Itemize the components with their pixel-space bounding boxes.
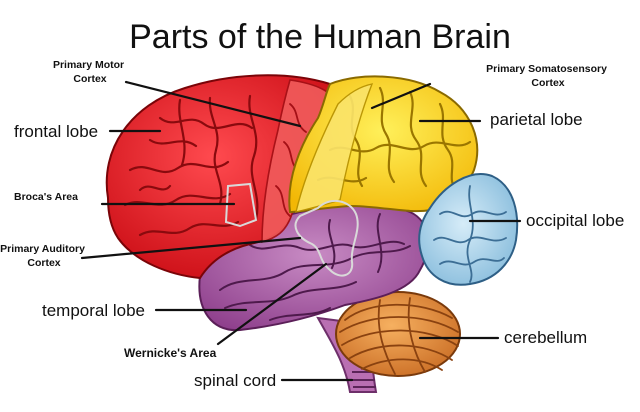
somatosensory-leader — [370, 82, 432, 110]
page-title: Parts of the Human Brain — [129, 18, 511, 56]
brocas-area-outline — [224, 182, 258, 228]
label-parietal-lobe: parietal lobe — [490, 110, 583, 129]
occipital-lobe — [418, 173, 519, 286]
label-brocas-area: Broca's Area — [14, 191, 78, 203]
label-cerebellum: cerebellum — [504, 328, 587, 347]
label-spinal-cord: spinal cord — [194, 371, 276, 390]
label-frontal-lobe: frontal lobe — [14, 122, 98, 141]
motor-cortex-leader — [124, 80, 302, 128]
parietal-lobe — [288, 75, 479, 214]
cerebellum — [335, 291, 461, 377]
label-occipital-lobe: occipital lobe — [526, 211, 624, 230]
primary-somatosensory-cortex — [295, 83, 374, 213]
label-primary-auditory-cortex: Primary Auditory Cortex — [0, 243, 88, 269]
auditory-cortex-leader — [80, 236, 302, 260]
label-temporal-lobe: temporal lobe — [42, 301, 145, 320]
wernickes-area-outline — [294, 199, 359, 277]
label-primary-motor-cortex: Primary Motor Cortex — [53, 59, 127, 85]
label-wernickes-area: Wernicke's Area — [124, 346, 217, 360]
wernickes-area-leader — [216, 262, 328, 346]
label-primary-somatosensory-cortex: Primary Somatosensory Cortex — [486, 63, 610, 89]
